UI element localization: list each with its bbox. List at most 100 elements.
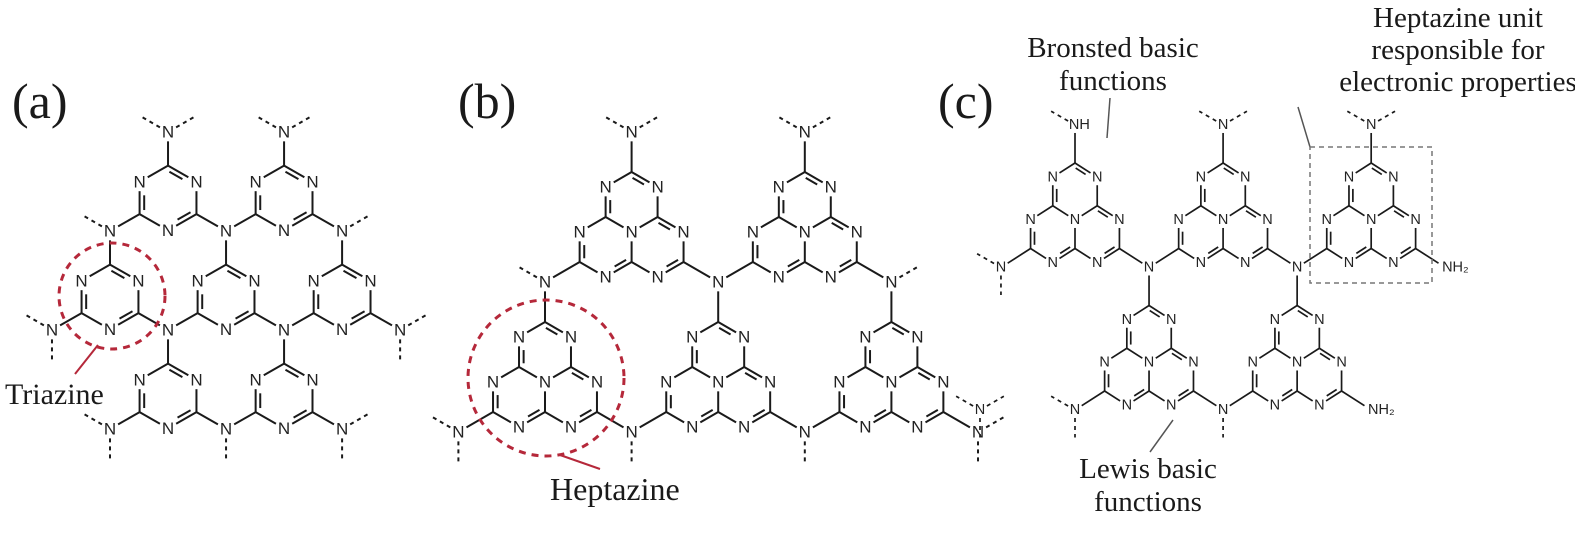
- bridging-nitrogen: N: [394, 321, 406, 340]
- double-bond-line: [1319, 352, 1331, 361]
- single-bond: [804, 261, 824, 274]
- dangling-bond: [899, 264, 920, 279]
- ring-nitrogen: N: [599, 178, 611, 197]
- single-bond: [175, 411, 197, 425]
- single-bond: [139, 411, 161, 425]
- ring-nitrogen: N: [249, 172, 261, 191]
- ring-nitrogen: N: [1262, 212, 1272, 228]
- ring-nitrogen: N: [308, 271, 320, 290]
- ring-nitrogen: N: [1344, 255, 1354, 271]
- double-bond-line: [1245, 210, 1257, 218]
- ring-nitrogen: N: [513, 418, 525, 437]
- bridging-nitrogen: N: [1144, 260, 1154, 276]
- double-bond-line: [284, 170, 299, 180]
- single-bond: [725, 261, 754, 279]
- single-bond: [1296, 390, 1314, 402]
- single-bond: [255, 411, 277, 425]
- ring-nitrogen: N: [1196, 255, 1206, 271]
- single-bond: [1133, 390, 1150, 402]
- single-bond: [665, 261, 685, 274]
- double-bond-line: [1355, 246, 1367, 255]
- single-bond: [1392, 205, 1410, 217]
- central-nitrogen: N: [1366, 212, 1376, 228]
- ring-nitrogen: N: [764, 373, 776, 392]
- ring-nitrogen: N: [190, 172, 202, 191]
- single-bond: [283, 164, 305, 179]
- single-bond: [341, 263, 363, 278]
- bridging-nitrogen: N: [625, 123, 637, 142]
- ring-nitrogen: N: [1336, 355, 1346, 371]
- bridging-nitrogen: N: [885, 273, 897, 292]
- single-bond: [760, 216, 780, 229]
- bridging-nitrogen: N: [972, 423, 984, 442]
- single-bond: [890, 411, 910, 424]
- central-nitrogen: N: [1218, 212, 1228, 228]
- double-bond-line: [614, 259, 627, 268]
- double-bond-line: [1223, 167, 1235, 176]
- single-bond: [1104, 390, 1121, 402]
- ring-nitrogen: N: [833, 373, 845, 392]
- dangling-bond: [955, 395, 974, 407]
- dangling-bond: [23, 312, 45, 327]
- imine-group: NH: [1069, 117, 1090, 133]
- bridging-nitrogen: N: [975, 402, 985, 418]
- single-bond: [552, 366, 572, 379]
- heptazine-unit-label-line3: electronic properties: [1339, 66, 1575, 98]
- ring-nitrogen: N: [1188, 355, 1198, 371]
- single-bond: [167, 362, 189, 377]
- central-nitrogen: N: [539, 373, 551, 392]
- bridging-nitrogen: N: [799, 423, 811, 442]
- single-bond: [205, 263, 227, 278]
- double-bond-line: [805, 176, 818, 186]
- single-bond: [175, 213, 197, 227]
- single-bond: [605, 216, 625, 229]
- dangling-bond: [812, 114, 834, 129]
- ring-nitrogen: N: [336, 320, 348, 339]
- double-bond-line: [226, 269, 241, 279]
- double-bond-line: [168, 368, 183, 378]
- bridging-nitrogen: N: [278, 321, 290, 340]
- lewis-label-line2: functions: [1094, 486, 1202, 518]
- dangling-bond: [1377, 110, 1396, 122]
- single-bond: [916, 366, 936, 379]
- single-bond: [1281, 304, 1298, 317]
- ring-nitrogen: N: [686, 418, 698, 437]
- single-bond: [1415, 247, 1439, 264]
- ring-nitrogen: N: [911, 418, 923, 437]
- single-bond: [526, 411, 546, 424]
- single-bond: [1318, 347, 1336, 359]
- single-bond: [1059, 247, 1076, 260]
- single-bond: [1325, 390, 1343, 402]
- bronsted-label-line2: functions: [1059, 65, 1167, 97]
- dangling-bond: [1346, 110, 1365, 122]
- ring-nitrogen: N: [306, 172, 318, 191]
- single-bond: [225, 263, 247, 278]
- ring-nitrogen: N: [248, 271, 260, 290]
- single-bond: [1126, 347, 1143, 359]
- heptazine-unit-label-line1: Heptazine unit: [1373, 2, 1543, 34]
- single-bond: [1103, 247, 1120, 260]
- heptazine-unit-box: [1309, 146, 1433, 284]
- single-bond: [1052, 205, 1069, 217]
- bridging-nitrogen: N: [1218, 402, 1228, 418]
- dangling-bond: [516, 264, 538, 279]
- double-bond-line: [1371, 167, 1383, 176]
- double-bond-line: [891, 326, 905, 336]
- ring-nitrogen: N: [825, 178, 837, 197]
- single-bond: [717, 411, 737, 424]
- single-bond: [1377, 205, 1394, 217]
- single-bond: [1074, 247, 1091, 260]
- single-bond: [1229, 390, 1254, 407]
- ring-nitrogen: N: [651, 268, 663, 287]
- dangling-bond: [81, 411, 103, 426]
- ring-nitrogen: N: [487, 373, 499, 392]
- single-bond: [147, 362, 169, 377]
- double-bond-line: [917, 371, 931, 381]
- single-bond: [370, 312, 393, 327]
- heptazine-leader-line: [559, 454, 601, 470]
- dangling-bond: [776, 114, 798, 129]
- single-bond: [117, 411, 141, 426]
- double-bond-line: [666, 259, 679, 268]
